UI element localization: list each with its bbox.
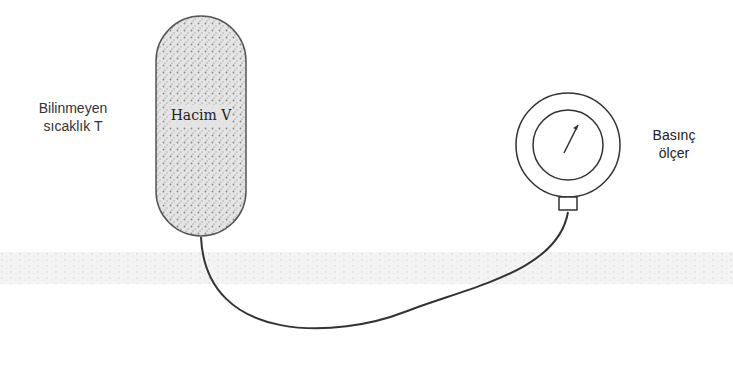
gauge-node: Basınç ölçer bbox=[514, 91, 622, 212]
gauge-symbol bbox=[514, 91, 622, 212]
vessel-label: Hacim V bbox=[170, 105, 232, 127]
gauge-label: Basınç ölçer bbox=[636, 127, 712, 162]
temperature-label: Bilinmeyen sıcaklık T bbox=[28, 100, 118, 135]
scan-band bbox=[0, 252, 733, 284]
vessel-node: Hacim V bbox=[155, 15, 247, 237]
hose-connector bbox=[201, 212, 568, 328]
